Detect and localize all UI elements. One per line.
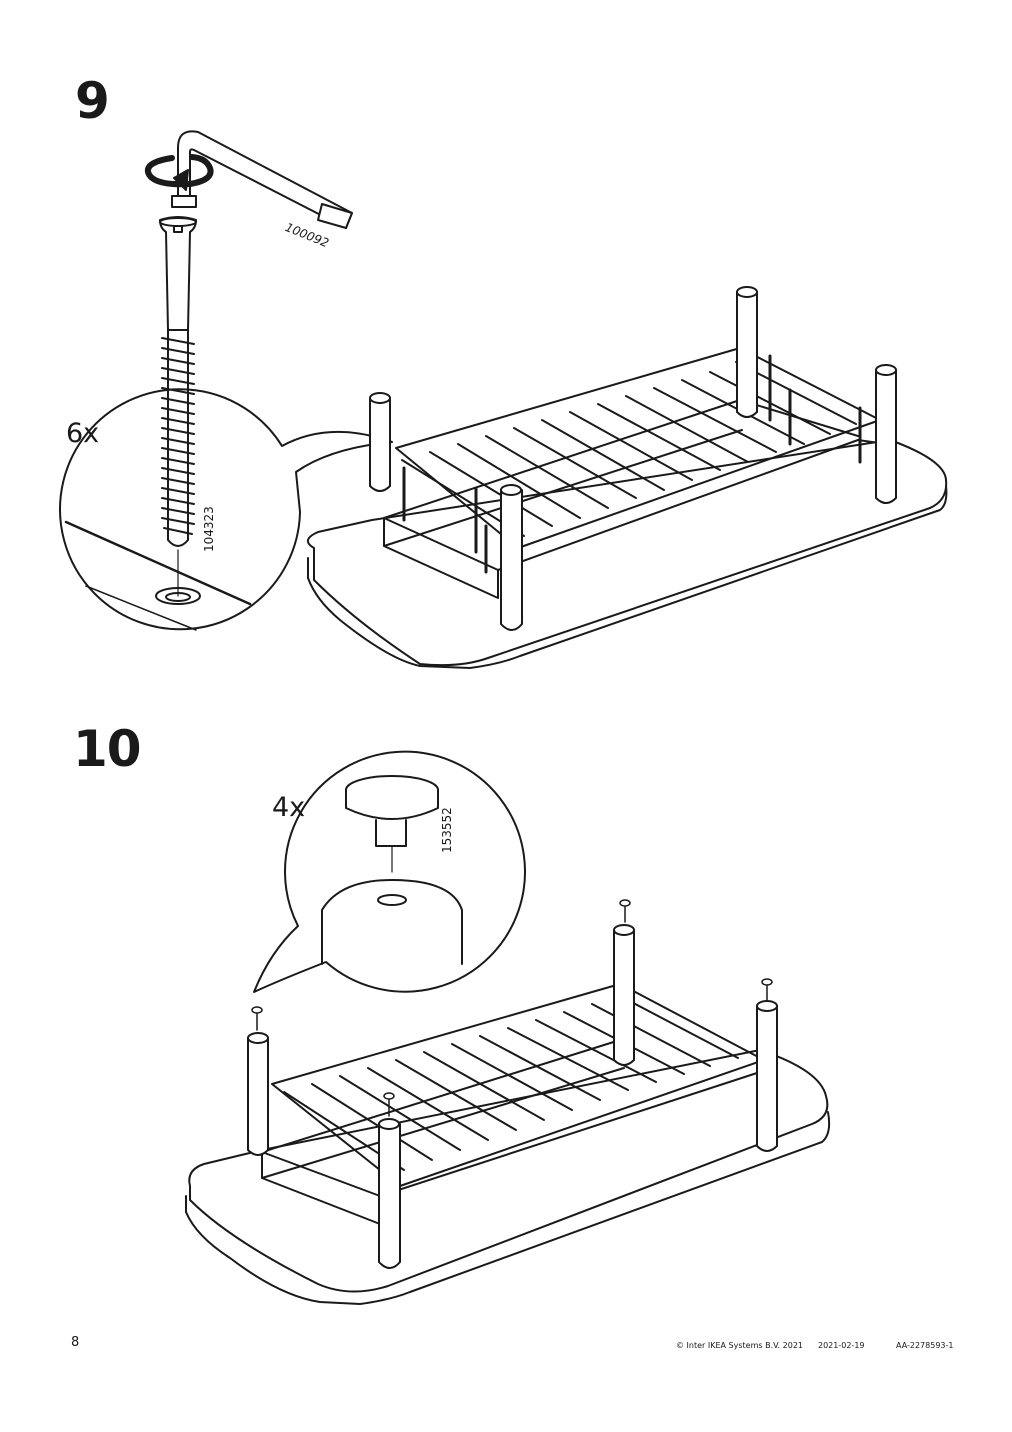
screw-icon [159, 216, 197, 597]
bench-frame-step10 [185, 899, 831, 1305]
screw-part-code: 104323 [202, 506, 216, 552]
copyright-text: © Inter IKEA Systems B.V. 2021 [676, 1341, 803, 1350]
step-number: 9 [75, 72, 110, 130]
glide-foot-icon [345, 775, 439, 873]
page-number: 8 [71, 1335, 80, 1350]
quantity-label: 4x [272, 792, 306, 823]
detail-callout-circle-10 [253, 750, 526, 993]
step-number: 10 [73, 720, 142, 778]
allen-key-icon [171, 130, 353, 229]
bench-frame-step9 [307, 286, 948, 669]
detail-callout-circle [59, 388, 393, 631]
glide-part-code: 153552 [440, 807, 454, 853]
document-id: AA-2278593-1 [896, 1341, 954, 1350]
rotate-arrow-icon [144, 154, 214, 191]
quantity-label: 6x [66, 418, 100, 449]
document-date: 2021-02-19 [818, 1341, 865, 1350]
